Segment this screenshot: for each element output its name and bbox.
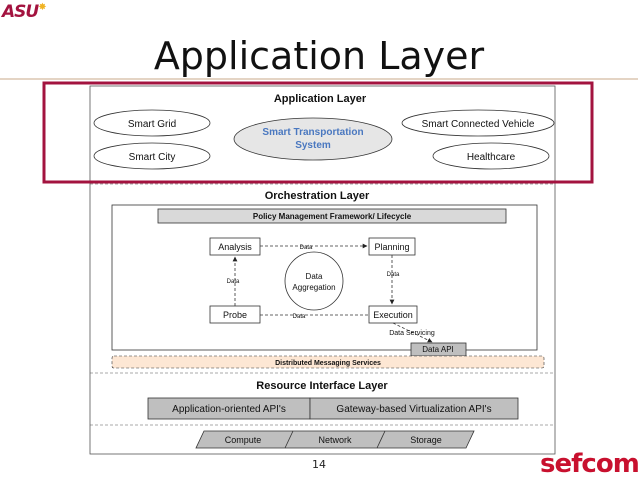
slide-title: Application Layer (153, 34, 485, 78)
gateway-virtualization-api-box (309, 397, 519, 420)
page-number: 14 (312, 458, 326, 471)
smart-grid-node (93, 109, 211, 137)
application-oriented-api-label: Application-oriented API's (172, 404, 286, 415)
healthcare-label: Healthcare (467, 152, 516, 163)
probe-label: Probe (223, 310, 247, 320)
planning-label: Planning (374, 242, 409, 252)
policy-bar (157, 208, 507, 224)
asu-logo: ASU✸ (2, 2, 47, 22)
sefcom-logo: sefcom (540, 449, 638, 479)
analysis-node (209, 237, 261, 256)
smart-city-node (93, 142, 211, 170)
planning-execution-data-label: Data (387, 272, 400, 278)
asu-logo-text: ASU (2, 2, 39, 22)
data-servicing-label: Data Servicing (389, 330, 435, 337)
orchestration-frame (111, 204, 538, 351)
smart-connected-vehicle-node (401, 109, 555, 137)
compute-label: Compute (225, 435, 262, 445)
smart-transportation-label-line2: System (295, 140, 331, 151)
application-layer-highlight (42, 81, 594, 184)
analysis-planning-data-label: Data (300, 245, 313, 251)
data-aggregation-label-line2: Aggregation (292, 283, 335, 292)
policy-bar-label: Policy Management Framework/ Lifecycle (253, 212, 412, 221)
application-layer-title: Application Layer (274, 93, 367, 105)
resource-interface-layer-title: Resource Interface Layer (256, 380, 388, 392)
smart-transportation-node (233, 117, 393, 161)
asu-star-icon: ✸ (38, 2, 46, 13)
infra-divider-2 (376, 430, 386, 449)
probe-analysis-data-label: Data (227, 279, 240, 285)
storage-label: Storage (410, 435, 442, 445)
data-aggregation-node (284, 251, 344, 311)
analysis-label: Analysis (218, 242, 252, 252)
sefcom-logo-text: sefcom (540, 449, 638, 479)
messaging-bar (111, 355, 545, 369)
healthcare-node (432, 142, 550, 170)
probe-execution-data-label: Data (293, 314, 306, 320)
orchestration-layer-title: Orchestration Layer (265, 190, 370, 202)
data-servicing-edge (392, 322, 433, 343)
network-label: Network (318, 435, 352, 445)
gateway-virtualization-api-label: Gateway-based Virtualization API's (336, 404, 491, 415)
infra-divider-1 (284, 430, 294, 449)
smart-city-label: Smart City (129, 152, 176, 163)
smart-grid-label: Smart Grid (128, 119, 176, 130)
execution-label: Execution (373, 310, 413, 320)
messaging-bar-label: Distributed Messaging Services (275, 360, 381, 367)
smart-transportation-label-line1: Smart Transportation (262, 127, 363, 138)
data-api-label: Data API (422, 345, 454, 354)
data-aggregation-label-line1: Data (306, 272, 323, 281)
infrastructure-bar (195, 430, 475, 449)
smart-connected-vehicle-label: Smart Connected Vehicle (422, 119, 535, 130)
